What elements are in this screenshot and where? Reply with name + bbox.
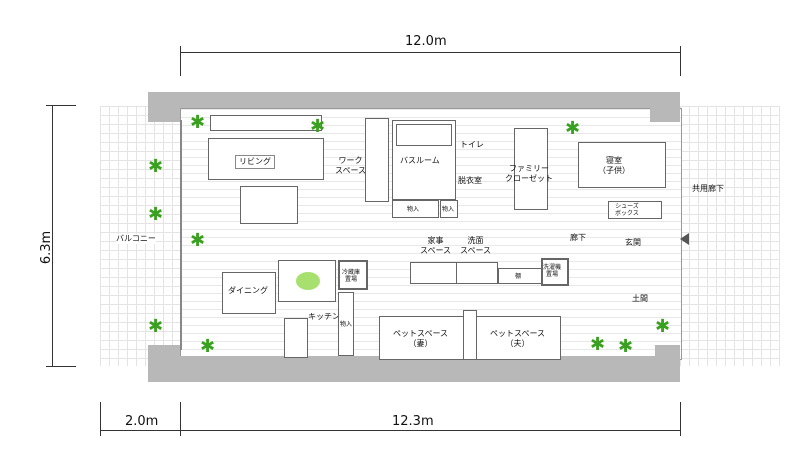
- bathtub: [396, 124, 452, 146]
- room-pet-husband: ペットスペース （夫）: [490, 329, 546, 348]
- window-left: [180, 120, 182, 350]
- plant-icon: ✱: [190, 112, 206, 133]
- plant-icon: ✱: [590, 334, 606, 355]
- room-washroom: 洗面 スペース: [460, 236, 492, 255]
- room-earth-floor: 土間: [632, 294, 648, 303]
- dim-bottom: 12.3m: [392, 414, 434, 429]
- room-housework: 家事 スペース: [420, 236, 452, 255]
- pet-divider: [463, 310, 477, 360]
- entrance-arrow-icon: [680, 233, 689, 245]
- desk: [365, 118, 389, 202]
- plant-icon: ✱: [148, 204, 164, 225]
- dim-tick: [180, 402, 181, 436]
- storage: 物入: [392, 200, 439, 218]
- label-fridge: 冷蔵庫 置場: [342, 269, 361, 283]
- shelf: 棚: [498, 268, 542, 284]
- room-pet-wife: ペットスペース （妻）: [393, 329, 449, 348]
- dim-tick: [100, 402, 101, 436]
- room-corridor: 廊下: [570, 233, 586, 242]
- fridge-space: 冷蔵庫 置場: [338, 260, 368, 290]
- dim-top-width: 12.0m: [405, 34, 447, 49]
- plant-icon: ✱: [655, 316, 671, 337]
- label-storage-3: 物入: [340, 321, 353, 328]
- room-living: リビング: [235, 155, 275, 169]
- label-storage-1: 物入: [407, 206, 420, 213]
- storage: 物入: [440, 200, 458, 218]
- room-dressing: 脱衣室: [458, 176, 482, 185]
- dim-line-bottom: [100, 430, 680, 431]
- room-balcony: バルコニー: [116, 234, 156, 244]
- plant-icon: ✱: [190, 230, 206, 251]
- wall-top: [148, 92, 680, 108]
- dim-line-left: [52, 105, 53, 367]
- dim-tick: [680, 402, 681, 436]
- bed: [578, 142, 666, 188]
- dim-line-top: [180, 52, 680, 53]
- dim-height: 6.3m: [39, 230, 55, 265]
- room-work-space: ワーク スペース: [335, 156, 367, 175]
- sofa: [240, 186, 298, 224]
- plant-icon: ✱: [565, 118, 581, 139]
- storage: 物入: [338, 292, 354, 356]
- counter: [410, 262, 457, 284]
- room-shared-corridor: 共用廊下: [692, 184, 724, 193]
- washer-space: 洗濯機 置場: [541, 258, 569, 286]
- wall-bottom: [148, 356, 680, 382]
- pillar: [148, 92, 180, 122]
- pillar: [655, 345, 680, 382]
- plant-icon: ✱: [148, 156, 164, 177]
- plant-icon: ✱: [618, 336, 634, 357]
- room-kitchen: キッチン: [308, 312, 340, 321]
- plant-icon: ✱: [200, 336, 216, 357]
- room-dining: ダイニング: [228, 286, 268, 296]
- washbasin: [456, 262, 498, 284]
- shoe-box: シューズ ボックス: [608, 201, 662, 219]
- room-bathroom: バスルーム: [400, 156, 440, 166]
- label-shelf: 棚: [515, 273, 522, 280]
- dim-tick: [680, 46, 681, 76]
- room-family-closet: ファミリー クローゼット: [505, 164, 553, 183]
- room-entrance: 玄関: [625, 238, 641, 247]
- label-washer: 洗濯機 置場: [543, 264, 562, 278]
- chair: [296, 272, 320, 290]
- plant-icon: ✱: [310, 116, 326, 137]
- plant-icon: ✱: [148, 316, 164, 337]
- label-storage-2: 物入: [442, 206, 455, 213]
- dim-tick: [46, 105, 76, 106]
- dim-tick: [180, 46, 181, 76]
- pillar: [650, 92, 680, 122]
- shared-corridor-area: [680, 106, 780, 366]
- closet-shelf: [514, 128, 548, 210]
- label-shoe-box: シューズ ボックス: [615, 203, 639, 217]
- room-bedroom: 寝室 （子供）: [598, 156, 630, 175]
- stove: [284, 318, 308, 358]
- pillar: [148, 345, 180, 382]
- dim-tick: [46, 366, 76, 367]
- tv-board: [210, 115, 322, 131]
- room-toilet: トイレ: [460, 140, 484, 149]
- dim-balcony: 2.0m: [125, 414, 159, 429]
